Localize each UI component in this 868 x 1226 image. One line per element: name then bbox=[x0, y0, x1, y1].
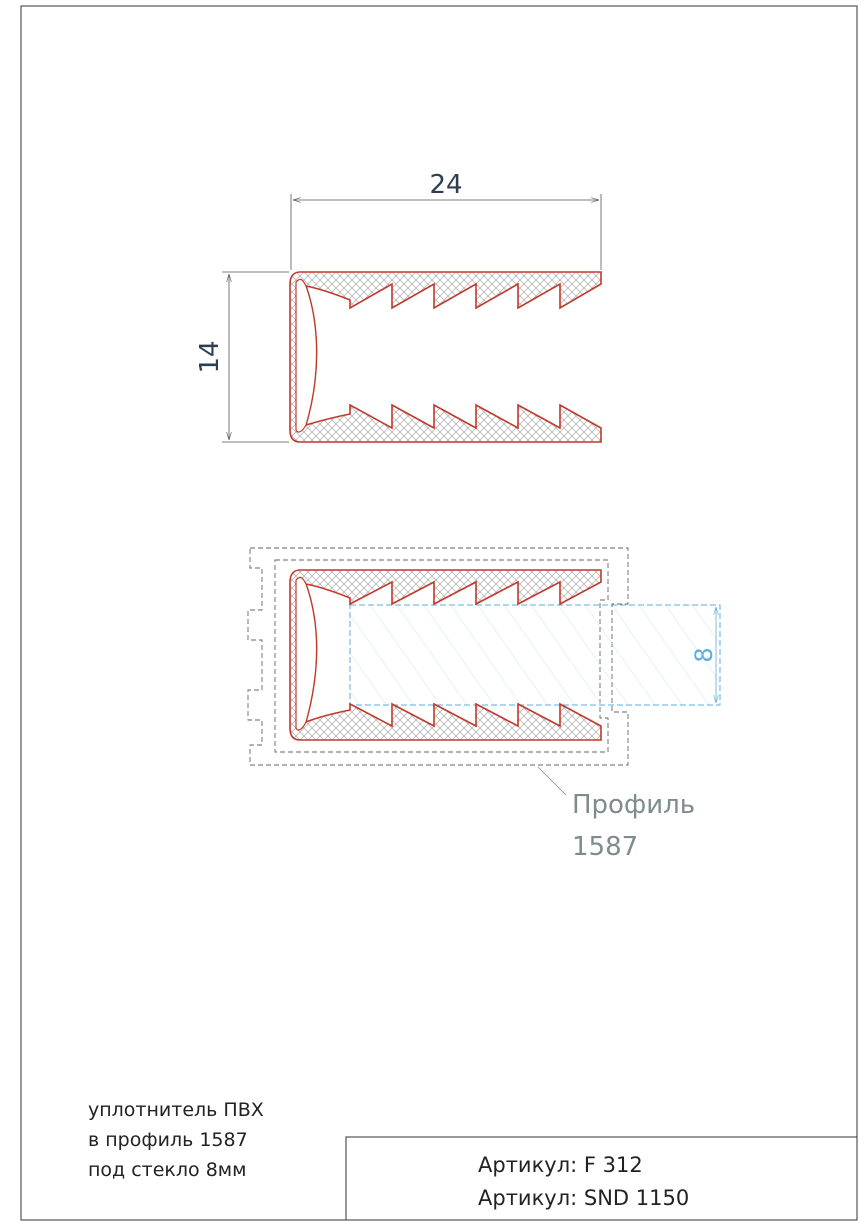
width-dimension: 24 bbox=[290, 170, 602, 270]
glass-thickness-label: 8 bbox=[690, 647, 718, 662]
seal-top-view bbox=[289, 271, 602, 443]
glass-pane: 8 bbox=[349, 604, 721, 706]
note-line3: под стекло 8мм bbox=[88, 1159, 246, 1181]
seal-installed-view bbox=[289, 569, 602, 741]
title-block: Артикул: F 312 Артикул: SND 1150 bbox=[345, 1136, 858, 1221]
article-line1: Артикул: F 312 bbox=[478, 1153, 643, 1177]
profile-outline bbox=[247, 547, 629, 766]
profile-callout-line2: 1587 bbox=[572, 832, 638, 862]
profile-callout-line1: Профиль bbox=[572, 790, 695, 820]
notes: уплотнитель ПВХ в профиль 1587 под стекл… bbox=[88, 1099, 264, 1181]
height-label: 14 bbox=[195, 340, 225, 373]
note-line2: в профиль 1587 bbox=[88, 1129, 248, 1151]
height-dimension: 14 bbox=[195, 271, 289, 443]
article-line2: Артикул: SND 1150 bbox=[478, 1186, 689, 1210]
seal-top-inner-line bbox=[295, 278, 318, 433]
seal-installed-shape bbox=[289, 569, 602, 741]
seal-installed-inner-line bbox=[295, 576, 318, 731]
note-line1: уплотнитель ПВХ bbox=[88, 1099, 264, 1121]
seal-top-shape bbox=[289, 271, 602, 443]
width-label: 24 bbox=[429, 170, 462, 200]
profile-callout: Профиль 1587 bbox=[537, 766, 695, 862]
